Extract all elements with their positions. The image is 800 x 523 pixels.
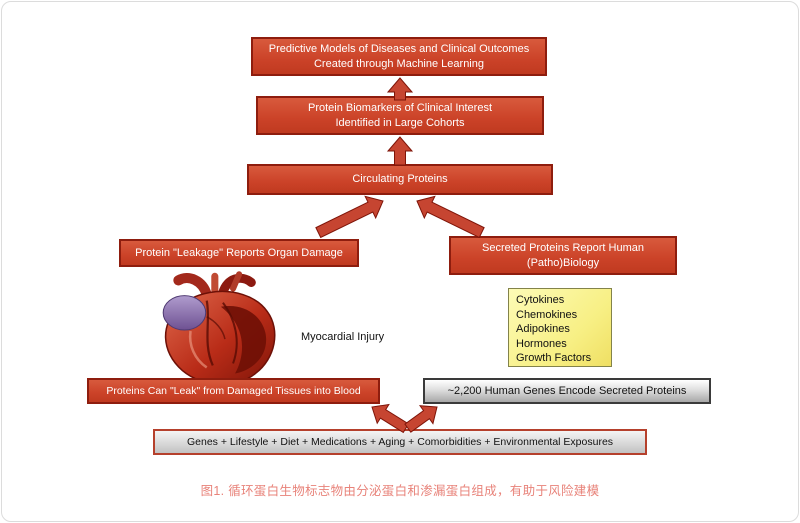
list-item: Chemokines xyxy=(516,308,578,321)
human-genes-box: ~2,200 Human Genes Encode Secreted Prote… xyxy=(423,378,711,404)
arrow-leakage-to-circulating xyxy=(315,195,384,239)
protein-biomarkers-box: Protein Biomarkers of Clinical Interest … xyxy=(256,96,544,135)
predictive-models-box: Predictive Models of Diseases and Clinic… xyxy=(251,37,547,76)
protein-leakage-box: Protein "Leakage" Reports Organ Damage xyxy=(119,239,359,267)
list-item: Adipokines xyxy=(516,323,570,336)
myocardial-injury-label: Myocardial Injury xyxy=(301,331,385,343)
secreted-proteins-box: Secreted Proteins Report Human (Patho)Bi… xyxy=(449,236,677,275)
heart-illustration xyxy=(162,271,276,385)
list-item: Cytokines xyxy=(516,294,565,306)
secreted-examples-box: Cytokines Chemokines Adipokines Hormones… xyxy=(508,288,612,367)
proteins-leak-blood-box: Proteins Can "Leak" from Damaged Tissues… xyxy=(87,378,380,404)
exposome-base-box: Genes + Lifestyle + Diet + Medications +… xyxy=(153,429,647,455)
great-vessels xyxy=(173,271,256,300)
arrow-up-circulating-to-biomarkers xyxy=(386,136,414,166)
list-item: Growth Factors xyxy=(516,352,592,365)
heart-body xyxy=(162,290,276,385)
figure-caption: 图1. 循环蛋白生物标志物由分泌蛋白和渗漏蛋白组成，有助于风险建模 xyxy=(200,484,600,498)
circulating-proteins-box: Circulating Proteins xyxy=(247,164,553,195)
list-item: Hormones xyxy=(516,337,567,350)
